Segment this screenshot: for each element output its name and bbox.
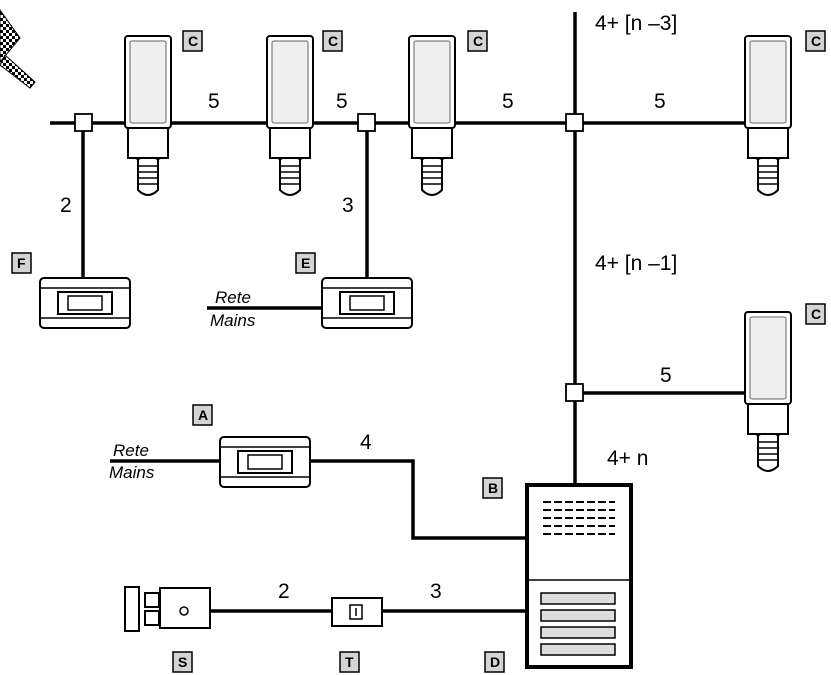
svg-text:C: C xyxy=(188,33,198,49)
corner-decoration xyxy=(0,9,36,89)
wire-label: 4 xyxy=(360,431,372,454)
svg-text:S: S xyxy=(178,654,187,670)
wire-label: 5 xyxy=(654,90,666,113)
mains-label-rete: Rete xyxy=(215,288,251,307)
svg-text:B: B xyxy=(488,480,498,496)
wire-label: 5 xyxy=(208,90,220,113)
power-supply-a xyxy=(219,436,311,488)
intercom-handset xyxy=(124,35,172,196)
wire-label: 3 xyxy=(430,580,442,603)
junction-box xyxy=(74,113,93,132)
tag-c2: C xyxy=(322,30,343,52)
tag-a: A xyxy=(192,404,213,426)
mains-label-mains: Mains xyxy=(109,463,155,482)
riser-label: 4+ [n –3] xyxy=(595,12,677,35)
riser-label: 4+ [n –1] xyxy=(595,252,677,275)
svg-text:A: A xyxy=(198,407,208,423)
wire-label: 5 xyxy=(660,364,672,387)
tag-f: F xyxy=(11,252,32,274)
power-supply-f xyxy=(39,277,131,329)
svg-text:E: E xyxy=(301,255,310,271)
call-button xyxy=(540,643,616,656)
junction-box xyxy=(565,383,584,402)
intercom-handset xyxy=(408,35,456,196)
svg-text:D: D xyxy=(490,654,500,670)
svg-text:C: C xyxy=(328,33,338,49)
tag-b: B xyxy=(482,477,503,499)
svg-text:F: F xyxy=(17,255,26,271)
junction-box xyxy=(565,113,584,132)
svg-text:C: C xyxy=(473,33,483,49)
riser-label: 4+ n xyxy=(607,447,648,470)
tag-d: D xyxy=(484,651,505,673)
junction-box xyxy=(357,113,376,132)
power-supply-e xyxy=(321,277,413,329)
svg-text:C: C xyxy=(811,33,821,49)
entrance-panel xyxy=(525,483,633,669)
intercom-handset xyxy=(744,35,792,196)
intercom-handset xyxy=(266,35,314,196)
wire-label: 5 xyxy=(336,90,348,113)
tag-c3: C xyxy=(467,30,488,52)
mains-label-mains: Mains xyxy=(210,311,256,330)
transformer xyxy=(331,597,383,627)
tag-t: T xyxy=(339,651,360,673)
svg-text:C: C xyxy=(811,306,821,322)
wire-a-to-panel xyxy=(310,459,527,540)
mains-label-rete: Rete xyxy=(113,441,149,460)
tag-c5: C xyxy=(805,303,826,325)
wire-label: 2 xyxy=(278,580,290,603)
wire-label: 3 xyxy=(342,194,354,217)
tag-e: E xyxy=(295,252,316,274)
tag-c4: C xyxy=(805,30,826,52)
tag-s: S xyxy=(172,651,193,673)
electric-lock xyxy=(124,586,211,632)
call-button xyxy=(540,609,616,622)
intercom-handset xyxy=(744,311,792,472)
svg-text:T: T xyxy=(345,654,354,670)
wire-label: 5 xyxy=(502,90,514,113)
call-button xyxy=(540,626,616,639)
tag-c1: C xyxy=(182,30,203,52)
wire-label: 2 xyxy=(60,194,72,217)
call-button xyxy=(540,592,616,605)
